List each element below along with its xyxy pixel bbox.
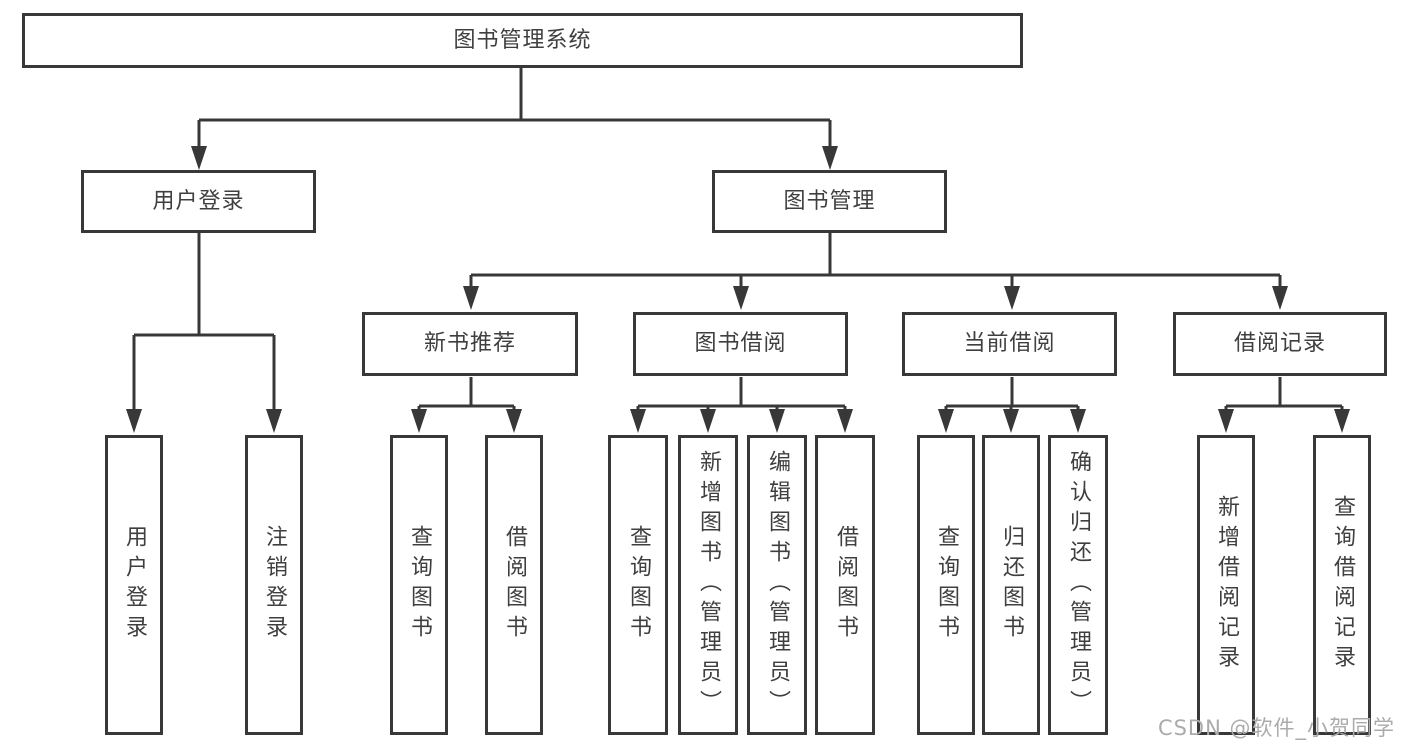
connector-current-borrow-children [938,377,1086,433]
connector-borrow-records-children [1218,377,1350,433]
node-leaf-rec-query-books: 查询图书 [390,435,448,735]
connector-book-mgmt-children [463,232,1288,310]
node-new-book-rec: 新书推荐 [362,312,578,376]
node-book-mgmt: 图书管理 [712,170,947,233]
connector-new-book-rec-children [411,377,522,433]
node-leaf-bb-edit-books: 编辑图书（管理员） [747,435,807,735]
connector-root-to-level2 [191,66,838,170]
connector-book-borrow-children [630,377,853,433]
node-leaf-logout: 注销登录 [245,435,303,735]
node-leaf-cb-return-books: 归还图书 [982,435,1040,735]
node-leaf-user-login: 用户登录 [105,435,163,735]
node-current-borrow: 当前借阅 [902,312,1117,376]
node-leaf-cb-query-books: 查询图书 [917,435,975,735]
node-leaf-br-query-record: 查询借阅记录 [1313,435,1371,735]
node-leaf-cb-confirm-return: 确认归还（管理员） [1048,435,1108,735]
node-leaf-rec-borrow-books: 借阅图书 [485,435,543,735]
node-borrow-records: 借阅记录 [1173,312,1387,376]
node-leaf-bb-query-books: 查询图书 [608,435,668,735]
node-leaf-br-add-record: 新增借阅记录 [1197,435,1255,735]
node-user-login: 用户登录 [81,170,316,233]
node-book-borrow: 图书借阅 [633,312,848,376]
node-leaf-bb-add-books: 新增图书（管理员） [678,435,738,735]
watermark: CSDN @软件_小贺同学 [1157,716,1395,740]
connector-user-login-children [126,232,282,433]
node-leaf-bb-borrow-books: 借阅图书 [815,435,875,735]
node-system-root: 图书管理系统 [22,13,1023,68]
